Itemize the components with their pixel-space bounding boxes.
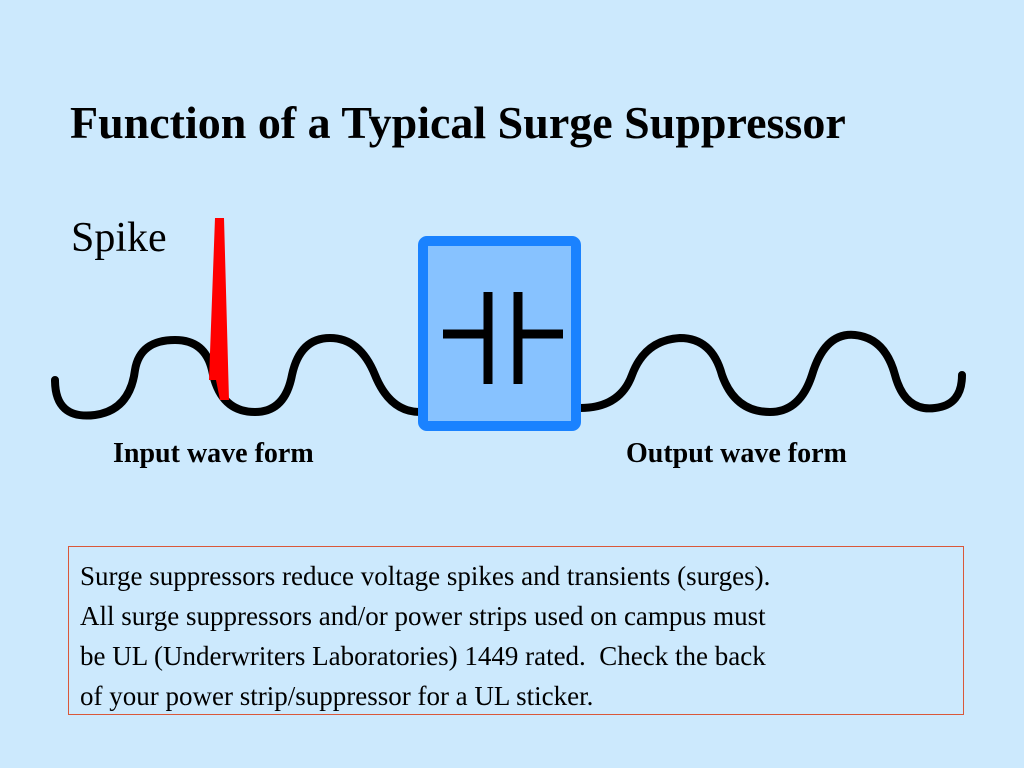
- note-line: be UL (Underwriters Laboratories) 1449 r…: [80, 641, 766, 671]
- input-waveform: [51, 333, 424, 420]
- note-line: Surge suppressors reduce voltage spikes …: [80, 561, 771, 591]
- input-waveform-label: Input wave form: [113, 438, 314, 469]
- output-waveform-label: Output wave form: [626, 438, 847, 469]
- note-line: of your power strip/suppressor for a UL …: [80, 681, 594, 711]
- output-waveform: [576, 330, 966, 417]
- note-line: All surge suppressors and/or power strip…: [80, 601, 766, 631]
- slide-title: Function of a Typical Surge Suppressor: [70, 97, 846, 148]
- spike-mark: [209, 218, 229, 400]
- suppressor-box: [418, 236, 581, 431]
- spike-label: Spike: [71, 215, 167, 261]
- capacitor-symbol-icon: [443, 292, 563, 384]
- note-box: Surge suppressors reduce voltage spikes …: [68, 546, 964, 715]
